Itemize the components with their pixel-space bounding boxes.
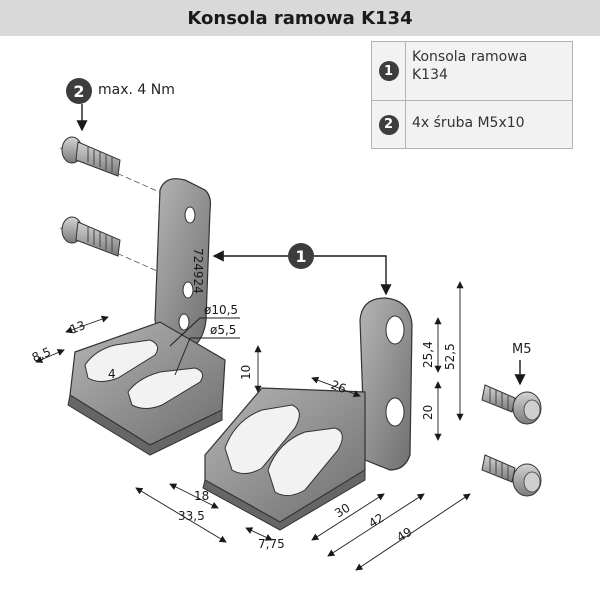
dim-25-4: 25,4	[421, 341, 435, 368]
bracket-right-view	[202, 297, 413, 531]
screw-right-upper	[481, 384, 542, 425]
legend-number-cell: 2	[372, 101, 406, 148]
dim-49: 49	[394, 525, 414, 545]
dim-7-75: 7,75	[258, 537, 285, 551]
legend-item-label: 4x śruba M5x10	[412, 115, 525, 131]
bracket-callout-badge: 1	[288, 243, 314, 269]
dim-18: 18	[194, 489, 209, 503]
legend-badge-2: 2	[378, 114, 399, 135]
dimension-lines-right	[135, 281, 471, 571]
title-bar: Konsola ramowa K134	[0, 0, 600, 36]
parts-legend: 1 Konsola ramowa K134 2 4x śruba M5x10	[371, 41, 573, 149]
dim-33-5: 33,5	[178, 509, 205, 523]
dim-diameter-10-5: ø10,5	[204, 303, 238, 317]
dim-52-5: 52,5	[443, 343, 457, 370]
dim-8-5: 8,5	[30, 345, 53, 365]
dim-diameter-5-5: ø5,5	[210, 323, 236, 337]
legend-item: 1 Konsola ramowa K134	[372, 42, 572, 101]
dim-4: 4	[108, 367, 116, 381]
dimension-lines-left	[35, 315, 262, 393]
dim-26: 26	[329, 378, 348, 396]
legend-item-label: Konsola ramowa K134	[412, 49, 528, 83]
bracket-left-view	[67, 178, 226, 456]
dim-42: 42	[366, 511, 386, 531]
bracket-callout-arrows	[212, 250, 392, 296]
dim-30: 30	[332, 501, 352, 521]
part-marking: 724924	[191, 248, 205, 294]
legend-number-cell: 1	[372, 42, 406, 100]
screw-top-left	[59, 136, 201, 211]
screw-callout-badge: 2	[66, 78, 92, 104]
dim-10: 10	[239, 365, 253, 380]
legend-badge-1: 1	[378, 61, 399, 81]
page-title: Konsola ramowa K134	[187, 7, 413, 29]
legend-item: 2 4x śruba M5x10	[372, 101, 572, 148]
torque-label: max. 4 Nm	[98, 82, 175, 98]
screw-size-label: M5	[512, 342, 532, 357]
dim-20: 20	[421, 405, 435, 420]
dim-13: 13	[68, 318, 87, 337]
screw-right-lower	[481, 454, 542, 497]
